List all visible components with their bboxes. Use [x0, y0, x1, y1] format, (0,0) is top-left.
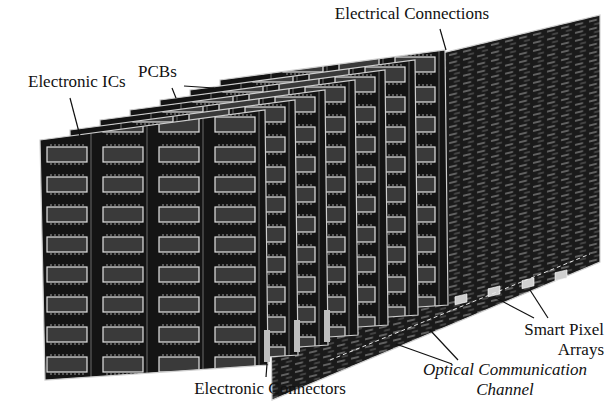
pcb-stack	[40, 50, 448, 380]
leader-lines	[70, 29, 548, 377]
label-box: Electrical Connections	[312, 4, 512, 24]
label-box: Electronic ICs	[28, 72, 168, 92]
part-label: Electrical Connections	[312, 4, 512, 24]
part-label: Electronic ICs	[28, 72, 168, 92]
label-box: Optical Communication Channel	[404, 360, 606, 401]
label-box: Electronic Connectors	[180, 379, 360, 399]
smart-pixel-arrays	[455, 270, 567, 305]
part-label: PCBs	[138, 62, 198, 82]
channel-label: Optical Communication Channel	[404, 360, 606, 401]
part-label: Electronic Connectors	[180, 379, 360, 399]
label-box: Smart Pixel Arrays	[508, 320, 604, 361]
board-connectors	[264, 310, 330, 362]
label-box: PCBs	[138, 62, 198, 82]
part-label: Smart Pixel Arrays	[508, 320, 604, 361]
